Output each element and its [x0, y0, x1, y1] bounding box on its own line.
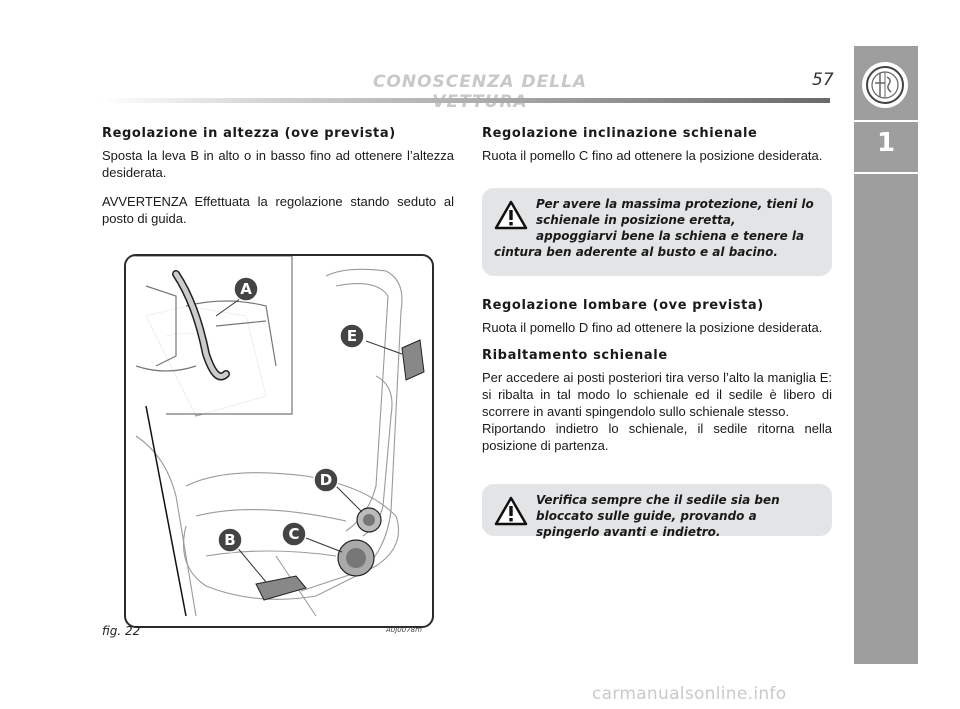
figure-label-b: B [224, 531, 235, 549]
warning-box: Verifica sempre che il sedile sia ben bl… [482, 484, 832, 539]
warning-text: Verifica sempre che il sedile sia ben bl… [536, 493, 780, 539]
figure-label-e: E [347, 327, 357, 345]
section-heading-height: Regolazione in altezza (ove prevista) [102, 126, 396, 141]
paragraph: Ruota il pomello C fino ad ottenere la p… [482, 148, 823, 163]
paragraph: Sposta la leva B in alto o in basso fino… [102, 148, 454, 180]
warning-triangle-icon [494, 496, 528, 526]
section-heading-folding: Ribaltamento schienale [482, 348, 668, 363]
left-column: Regolazione in altezza (ove prevista) Sp… [102, 126, 454, 239]
figure-code: A0J0078m [386, 626, 422, 634]
figure-label-c: C [288, 525, 299, 543]
paragraph: Riportando indietro lo schienale, il sed… [482, 421, 832, 453]
tab-divider [854, 172, 918, 174]
chapter-number: 1 [876, 128, 896, 158]
alfa-romeo-logo-icon [862, 62, 908, 108]
header-rule [100, 98, 830, 103]
right-column-lower: Regolazione lombare (ove prevista) Ruota… [482, 298, 832, 466]
warning-triangle-icon [494, 200, 528, 230]
page-number: 57 [812, 70, 834, 90]
chapter-side-tab[interactable] [854, 46, 918, 664]
figure-label-d: D [320, 471, 332, 489]
header-title: CONOSCENZA DELLA VETTURA [372, 72, 588, 112]
paragraph: AVVERTENZA Effettuata la regolazione sta… [102, 194, 454, 226]
seat-figure: A E D C B [124, 254, 434, 628]
section-heading-lumbar: Regolazione lombare (ove prevista) [482, 298, 764, 313]
right-column: Regolazione inclinazione schienale Ruota… [482, 126, 832, 176]
figure-caption: fig. 22 [102, 624, 141, 638]
warning-text: Per avere la massima protezione, tieni l… [494, 197, 814, 259]
paragraph: Per accedere ai posti posteriori tira ve… [482, 370, 832, 419]
paragraph: Ruota il pomello D fino ad ottenere la p… [482, 320, 823, 335]
figure-label-a: A [240, 280, 252, 298]
tab-divider [854, 120, 918, 122]
section-heading-recline: Regolazione inclinazione schienale [482, 126, 758, 141]
warning-box: Per avere la massima protezione, tieni l… [482, 188, 832, 276]
watermark: carmanualsonline.info [592, 684, 787, 704]
